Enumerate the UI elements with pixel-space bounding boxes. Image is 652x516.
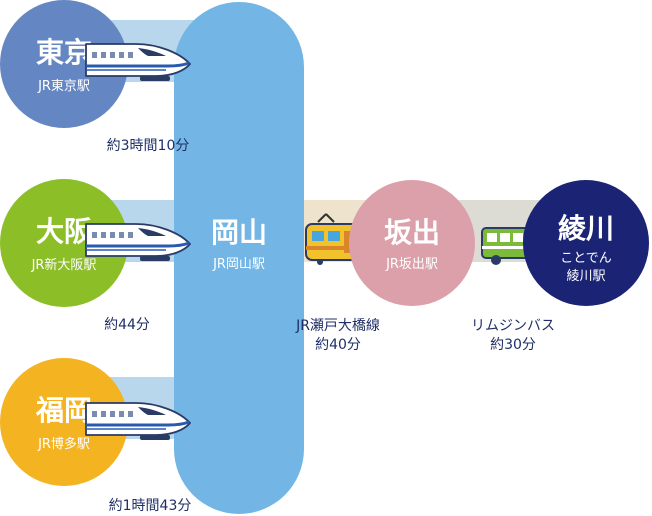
okayama-hub [174, 2, 304, 514]
ayagawa-station-line2: 綾川駅 [566, 268, 605, 284]
sakaide-ayagawa-duration: 約30分 [490, 337, 536, 353]
sakaide-circle [349, 180, 475, 306]
osaka-name: 大阪 [36, 215, 92, 248]
sakaide-ayagawa-line: リムジンバス [471, 318, 555, 334]
ayagawa-circle [523, 180, 649, 306]
sakaide-station: JR坂出駅 [385, 257, 438, 272]
fukuoka-name: 福岡 [35, 394, 92, 427]
sakaide-name: 坂出 [384, 216, 440, 249]
tokyo-circle [0, 0, 128, 128]
hub-station: JR岡山駅 [212, 257, 265, 272]
tokyo-duration: 約3時間10分 [107, 138, 190, 154]
osaka-station: JR新大阪駅 [31, 257, 97, 273]
tokyo-name: 東京 [36, 36, 92, 69]
ayagawa-name: 綾川 [558, 212, 614, 245]
fukuoka-circle [0, 358, 128, 486]
tokyo-station: JR東京駅 [37, 78, 90, 94]
osaka-duration: 約44分 [104, 317, 150, 333]
okayama-sakaide-duration: 約40分 [315, 337, 361, 353]
hub-name: 岡山 [211, 216, 267, 249]
fukuoka-station: JR博多駅 [37, 436, 90, 452]
okayama-sakaide-line: JR瀬戸大橋線 [295, 318, 380, 334]
ayagawa-station-line1: ことでん [560, 251, 612, 266]
osaka-circle [0, 179, 128, 307]
fukuoka-duration: 約1時間43分 [109, 498, 192, 514]
